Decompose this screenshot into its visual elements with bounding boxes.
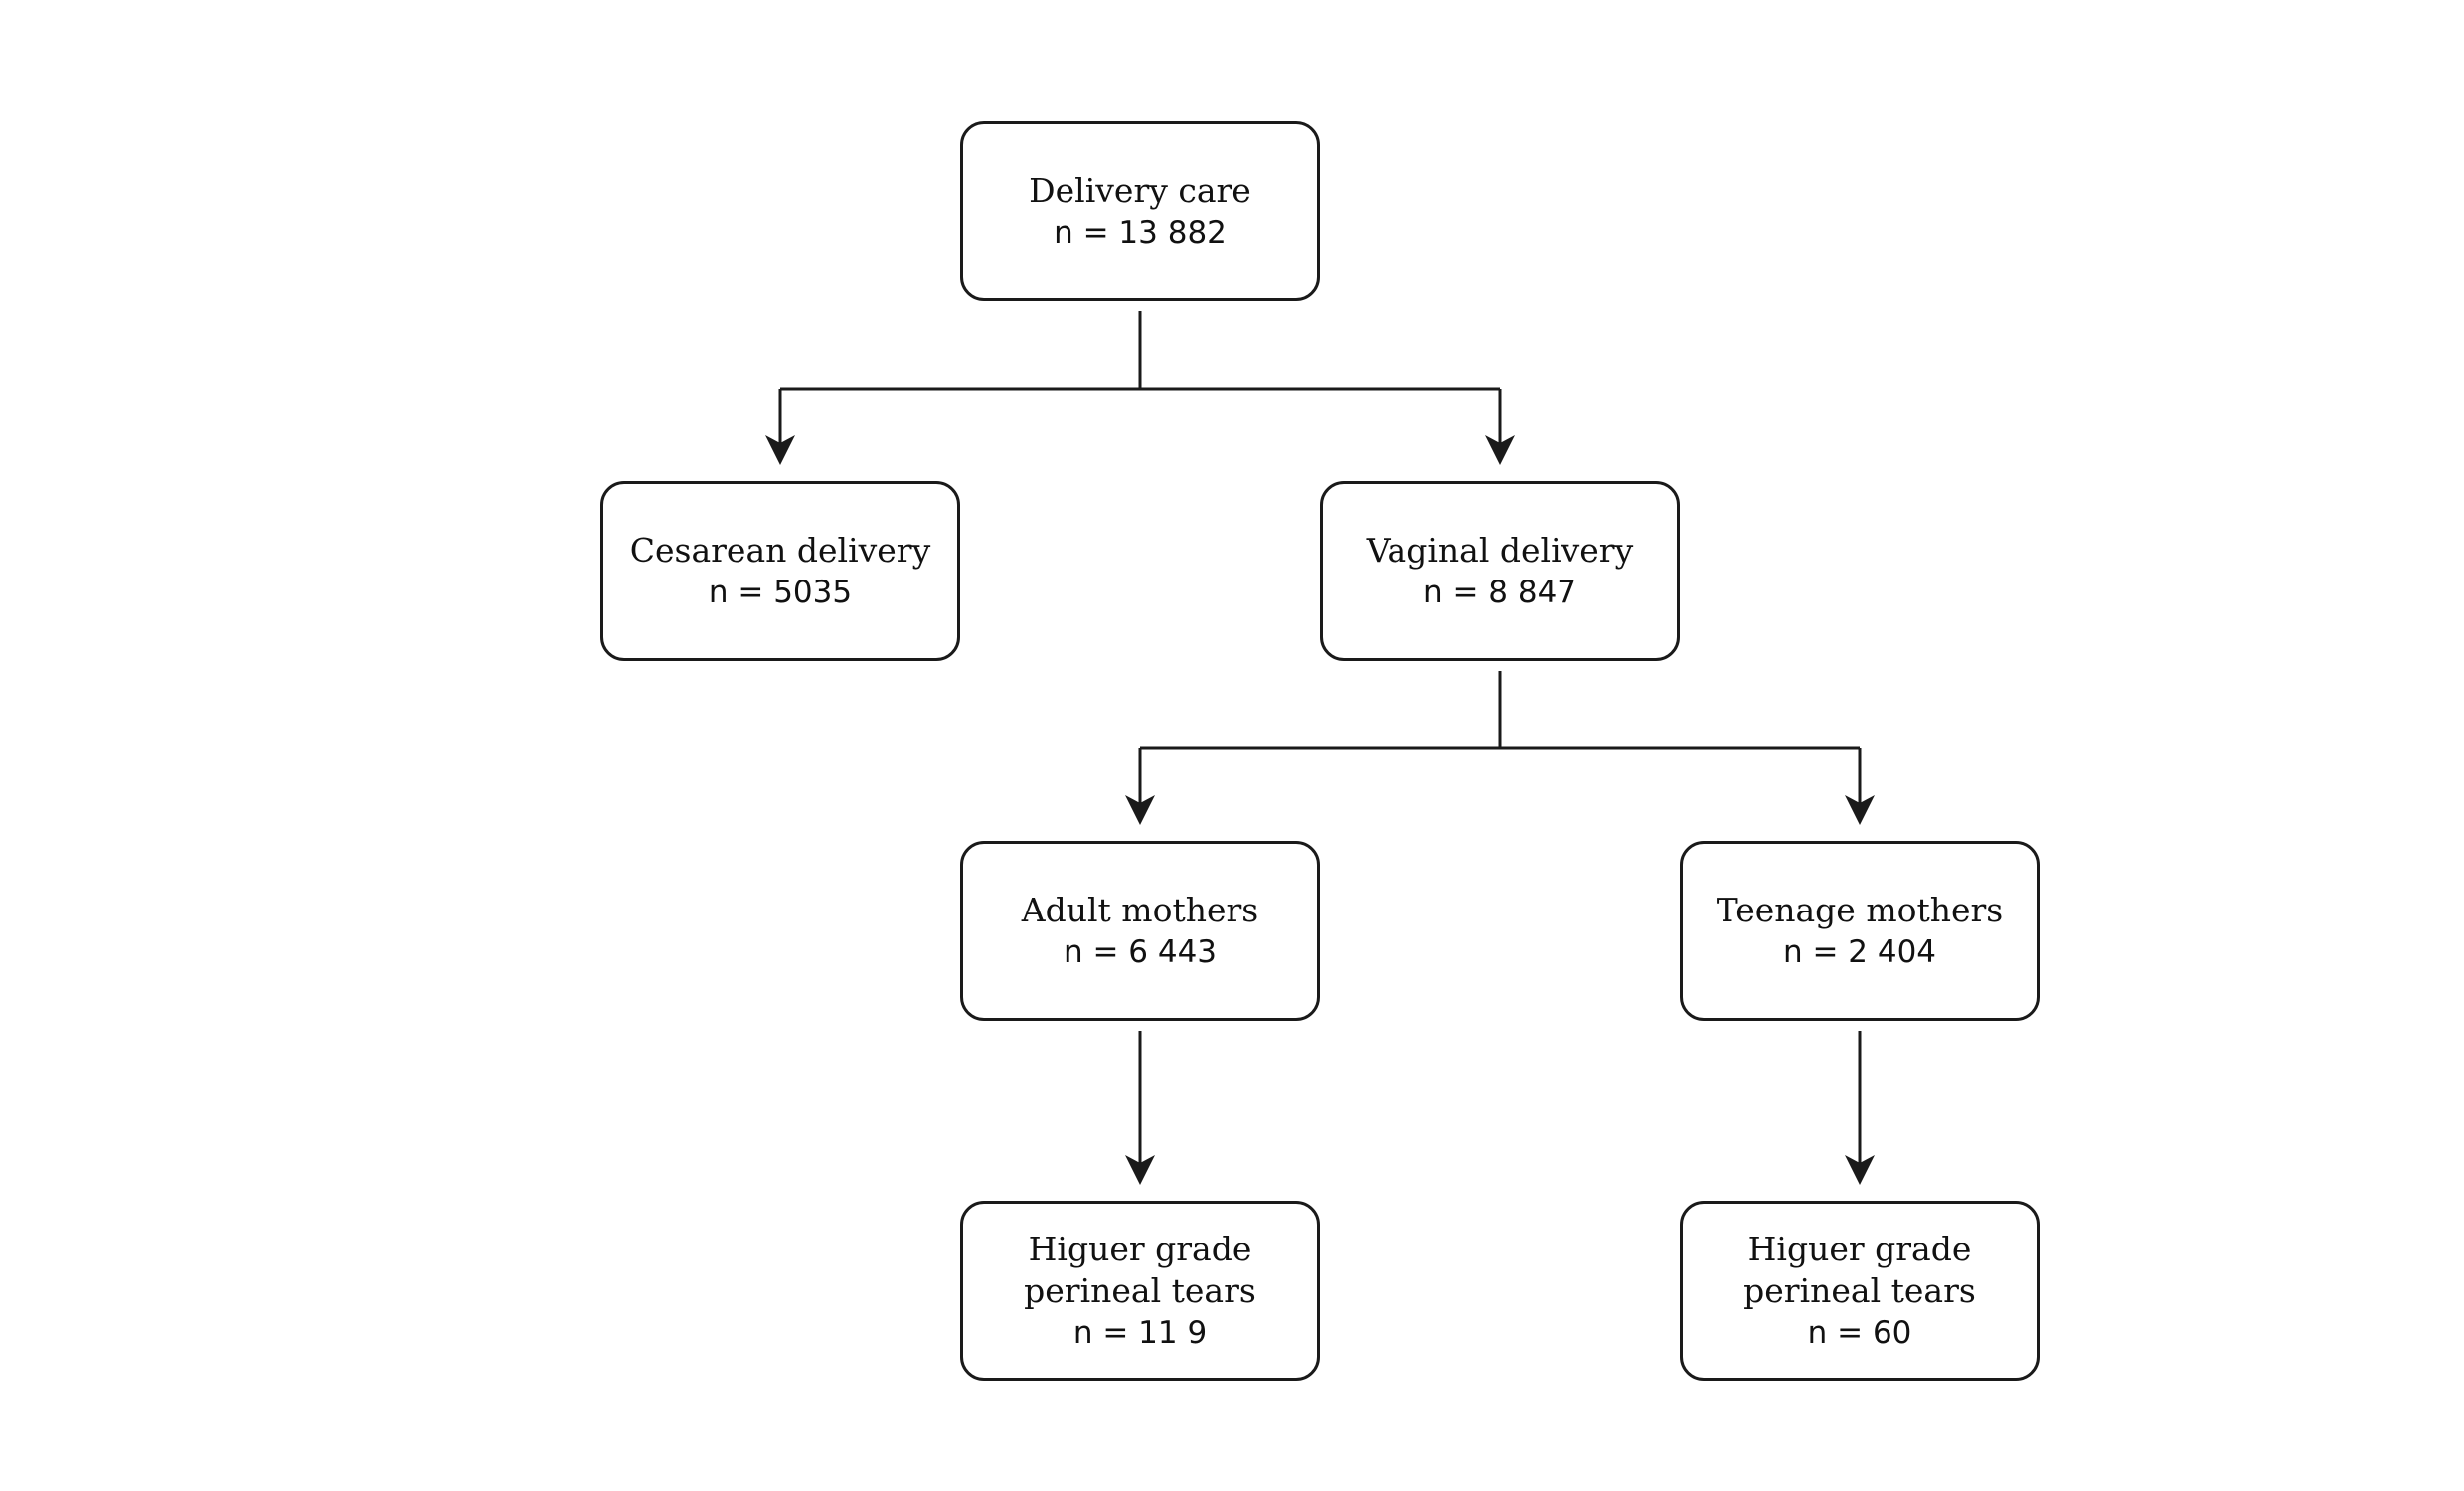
node-teenage-mothers: Teenage mothers n = 2 404	[1680, 841, 2040, 1021]
arrowhead-teen	[1845, 795, 1875, 825]
node-label: Vaginal delivery	[1366, 530, 1634, 570]
node-label-line2: perineal tears	[1743, 1270, 1976, 1310]
node-adult-mothers: Adult mothers n = 6 443	[960, 841, 1320, 1021]
node-cesarean-delivery: Cesarean delivery n = 5035	[600, 481, 960, 661]
node-vaginal-delivery: Vaginal delivery n = 8 847	[1320, 481, 1680, 661]
arrowhead-cesarean	[765, 435, 795, 465]
node-tears-teen: Higuer grade perineal tears n = 60	[1680, 1201, 2040, 1381]
node-label: Cesarean delivery	[629, 530, 931, 570]
node-tears-adult: Higuer grade perineal tears n = 11 9	[960, 1201, 1320, 1381]
node-label-line1: Higuer grade	[1028, 1229, 1252, 1268]
node-label: Adult mothers	[1021, 890, 1259, 929]
node-count: n = 11 9	[1072, 1314, 1208, 1351]
node-delivery-care: Delivery care n = 13 882	[960, 121, 1320, 301]
node-label: Delivery care	[1029, 170, 1251, 210]
node-count: n = 60	[1807, 1314, 1912, 1351]
arrowhead-tears-teen	[1845, 1155, 1875, 1185]
node-count: n = 13 882	[1054, 214, 1227, 250]
arrowhead-tears-adult	[1125, 1155, 1155, 1185]
node-label-line1: Higuer grade	[1747, 1229, 1972, 1268]
node-label: Teenage mothers	[1716, 890, 2004, 929]
arrowhead-adult	[1125, 795, 1155, 825]
node-count: n = 5035	[708, 574, 853, 610]
node-count: n = 6 443	[1063, 933, 1218, 970]
node-count: n = 2 404	[1782, 933, 1937, 970]
node-count: n = 8 847	[1422, 574, 1577, 610]
arrowhead-vaginal	[1485, 435, 1515, 465]
node-label-line2: perineal tears	[1024, 1270, 1256, 1310]
